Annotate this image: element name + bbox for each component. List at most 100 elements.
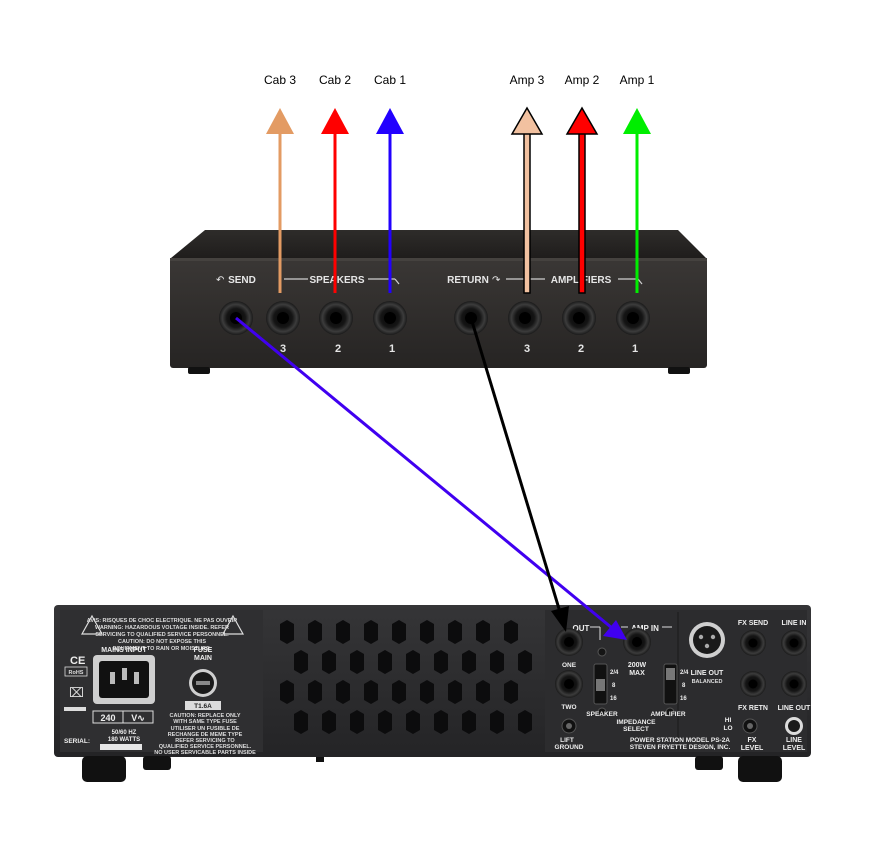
cab2-label: Cab 2 [319, 73, 351, 87]
vent-slot [434, 650, 448, 674]
warning-en-2: SERVICING TO QUALIFIED SERVICE PERSONNEL… [95, 632, 229, 638]
vent-slot [476, 620, 490, 644]
line-out-label: LINE OUT [778, 705, 811, 712]
fx-send-jack[interactable] [740, 630, 766, 656]
vent-slot [308, 620, 322, 644]
vent-grille [280, 620, 532, 734]
fx-retn-label: FX RETN [738, 705, 768, 712]
screw-icon [665, 707, 675, 717]
vent-slot [476, 680, 490, 704]
watts-label: 180 WATTS [108, 737, 140, 743]
line-level-label: LEVEL [783, 745, 806, 752]
amp2-label: Amp 2 [565, 73, 600, 87]
speakers-label: SPEAKERS [309, 275, 364, 286]
speaker-out-two-jack[interactable] [555, 670, 583, 698]
select-label: SELECT [623, 726, 649, 733]
rohs-mark: RoHS [69, 670, 84, 676]
vent-slot [462, 650, 476, 674]
ground-lift-switch[interactable] [561, 718, 577, 734]
speaker-imp-16: 16 [610, 696, 617, 702]
vent-slot [504, 680, 518, 704]
screw-icon [597, 707, 607, 717]
send-arrow-icon: ↶ [216, 275, 224, 286]
lo-label: LO [723, 725, 732, 732]
fx-level-label: LEVEL [741, 745, 764, 752]
fuse-caution-1: CAUTION: REPLACE ONLY [170, 713, 241, 719]
xlr-line-out[interactable] [689, 622, 725, 658]
amp3-label: Amp 3 [510, 73, 545, 87]
speaker-jack-1[interactable] [373, 301, 407, 335]
amplifier-imp-8: 8 [682, 683, 686, 689]
screw-icon [597, 647, 607, 657]
amplifier-imp-16: 16 [680, 696, 687, 702]
amp-jack-1[interactable] [616, 301, 650, 335]
fuse-holder[interactable] [189, 669, 217, 697]
maker-label: STEVEN FRYETTE DESIGN, INC. [630, 744, 731, 751]
amp-number-2: 2 [578, 343, 584, 355]
vent-slot [518, 710, 532, 734]
speaker-number-2: 2 [335, 343, 341, 355]
fuse-rating: T1.6A [194, 703, 212, 710]
caution-triangle-icon [221, 614, 245, 635]
weee-bin-icon: ⌧ [69, 686, 84, 701]
vent-slot [392, 680, 406, 704]
one-label: ONE [562, 662, 577, 669]
two-label: TWO [561, 704, 576, 711]
vent-slot [504, 620, 518, 644]
voltage-value: 240 [100, 713, 115, 723]
fx-return-jack[interactable] [740, 671, 766, 697]
fx-level-switch[interactable] [742, 718, 758, 734]
hi-label: HI [725, 717, 732, 724]
speaker-jack-2[interactable] [319, 301, 353, 335]
amplifier-impedance-switch[interactable] [663, 663, 678, 705]
speaker-number-3: 3 [280, 343, 286, 355]
amp3-arrow [510, 106, 544, 294]
fx-label: FX [748, 737, 757, 744]
vent-slot [462, 710, 476, 734]
vent-slot [322, 650, 336, 674]
warning-fr: AVIS: RISQUES DE CHOC ELECTRIQUE. NE PAS… [87, 618, 237, 624]
fuse-label: FUSE [194, 647, 213, 654]
vent-slot [350, 710, 364, 734]
amp-jack-3[interactable] [508, 301, 542, 335]
vent-slot [448, 680, 462, 704]
vent-slot [490, 650, 504, 674]
vent-slot [434, 710, 448, 734]
amp-in-jack[interactable] [623, 628, 651, 656]
vent-slot [364, 680, 378, 704]
cab3-arrow [266, 108, 294, 293]
frequency-label: 50/60 HZ [112, 730, 137, 736]
vent-slot [280, 620, 294, 644]
return-label: RETURN [447, 275, 489, 286]
speaker-out-one-jack[interactable] [555, 628, 583, 656]
speaker-imp-8: 8 [612, 683, 616, 689]
warning-en-1: WARNING: HAZARDOUS VOLTAGE INSIDE. REFER [95, 625, 229, 631]
out-label: OUT [573, 624, 590, 633]
warning-en-4: EQUIPMENT TO RAIN OR MOISTURE. [113, 646, 212, 652]
cab1-label: Cab 1 [374, 73, 406, 87]
iec-power-inlet[interactable] [93, 655, 155, 704]
speaker-jack-3[interactable] [266, 301, 300, 335]
fuse-service-1: REFER SERVICING TO [175, 738, 235, 744]
ground-label: GROUND [555, 744, 584, 751]
line-out-xlr-label: LINE OUT [691, 670, 724, 677]
fuse-service-3: NO USER SERVICABLE PARTS INSIDE [154, 750, 256, 756]
line-out-jack[interactable] [781, 671, 807, 697]
vent-slot [336, 680, 350, 704]
balanced-label: BALANCED [692, 679, 723, 685]
hazard-triangle-icon [80, 614, 104, 635]
line-in-jack[interactable] [781, 630, 807, 656]
fuse-service-2: QUALIFIED SERVICE PERSONNEL. [159, 744, 252, 750]
send-label: SEND [228, 275, 256, 286]
amp-jack-2[interactable] [562, 301, 596, 335]
vent-slot [448, 620, 462, 644]
vent-slot [420, 620, 434, 644]
line-label: LINE [786, 737, 802, 744]
speaker-number-1: 1 [389, 343, 395, 355]
vent-slot [406, 650, 420, 674]
line-level-knob[interactable] [785, 717, 803, 735]
speaker-impedance-switch[interactable] [593, 663, 608, 705]
serial-label: SERIAL: [64, 738, 90, 745]
warning-en-3: CAUTION: DO NOT EXPOSE THIS [118, 639, 206, 645]
